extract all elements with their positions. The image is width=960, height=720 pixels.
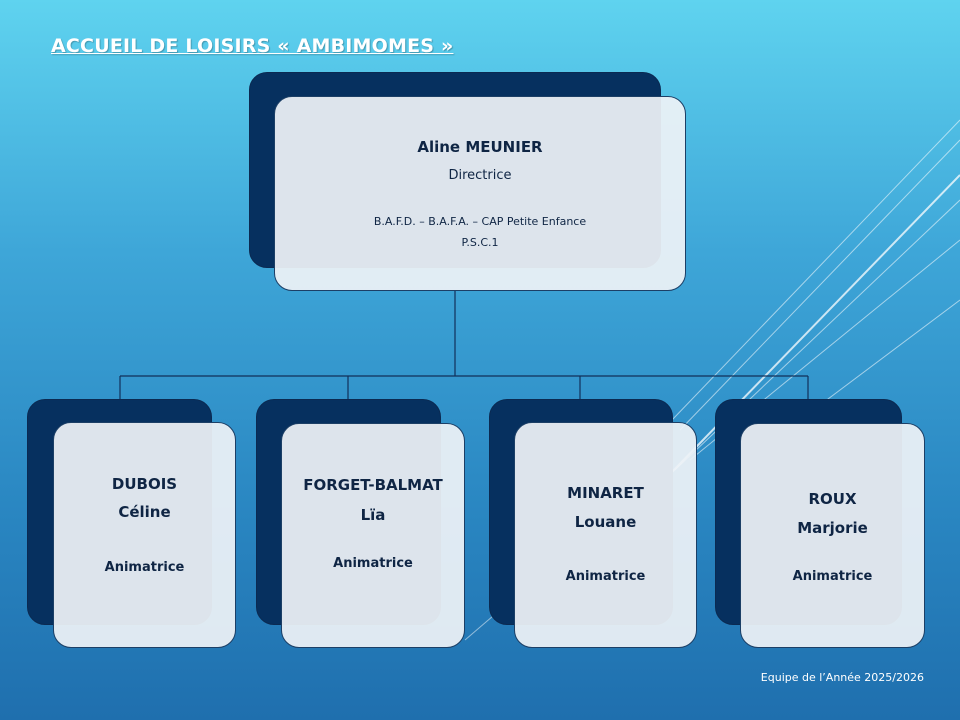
- staff-last-name: MINARET: [567, 484, 644, 502]
- staff-last-name: ROUX: [808, 490, 857, 508]
- director-name: Aline MEUNIER: [417, 138, 543, 156]
- staff-role: Animatrice: [333, 556, 413, 571]
- staff-role: Animatrice: [565, 569, 646, 584]
- footer-text: Equipe de l’Année 2025/2026: [760, 671, 924, 684]
- staff-role: Animatrice: [104, 560, 185, 575]
- staff-box: MINARET Louane Animatrice: [514, 422, 697, 648]
- staff-last-name: FORGET-BALMAT: [303, 476, 443, 494]
- staff-box: DUBOIS Céline Animatrice: [53, 422, 236, 648]
- staff-role: Animatrice: [792, 569, 873, 584]
- director-role: Directrice: [448, 168, 512, 183]
- page-title: ACCUEIL DE LOISIRS « AMBIMOMES »: [51, 35, 454, 57]
- director-qualifications: B.A.F.D. – B.A.F.A. – CAP Petite Enfance: [373, 215, 587, 228]
- staff-box: ROUX Marjorie Animatrice: [740, 423, 925, 648]
- staff-first-name: Céline: [118, 503, 171, 521]
- staff-first-name: Louane: [574, 513, 637, 531]
- staff-first-name: Marjorie: [797, 519, 868, 537]
- director-box: Aline MEUNIER Directrice B.A.F.D. – B.A.…: [274, 96, 686, 291]
- staff-last-name: DUBOIS: [111, 475, 178, 493]
- staff-first-name: Lïa: [360, 506, 386, 524]
- director-first-aid: P.S.C.1: [461, 236, 499, 249]
- staff-box: FORGET-BALMAT Lïa Animatrice: [281, 423, 465, 648]
